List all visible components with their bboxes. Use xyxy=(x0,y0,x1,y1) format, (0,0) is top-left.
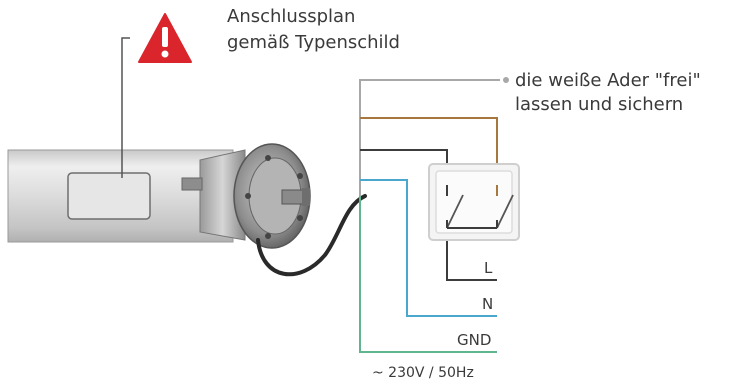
double-switch xyxy=(428,163,520,241)
motor-cable xyxy=(256,194,367,277)
white-wire-note-line2: lassen und sichern xyxy=(515,94,683,115)
wire-white xyxy=(359,79,500,196)
motor-label-plate xyxy=(67,172,151,220)
terminal-label-GND: GND xyxy=(457,331,491,349)
warning-text-line2: gemäß Typenschild xyxy=(227,32,400,53)
warning-text-line1: Anschlussplan xyxy=(227,6,355,27)
warning-triangle-icon xyxy=(138,13,192,63)
terminal-label-N: N xyxy=(482,295,493,313)
white-wire-note-line1: die weiße Ader "frei" xyxy=(515,70,701,91)
warning-leader-line xyxy=(121,37,130,178)
terminal-label-L: L xyxy=(484,259,493,277)
motor-head xyxy=(199,149,246,241)
wire-brown xyxy=(360,117,498,185)
wire-L xyxy=(446,228,497,281)
tubular-motor xyxy=(7,143,311,249)
wire-green xyxy=(359,196,497,353)
supply-voltage-label: ~ 230V / 50Hz xyxy=(372,365,474,381)
wire-blue xyxy=(360,179,497,317)
